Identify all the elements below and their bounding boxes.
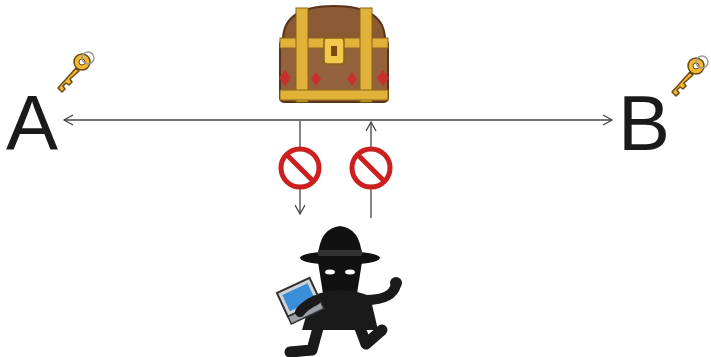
channel-arrow xyxy=(64,119,612,120)
key-icon xyxy=(672,56,708,96)
key-icon xyxy=(58,52,94,92)
prohibited-sign xyxy=(352,149,390,187)
party-node: A xyxy=(6,84,58,162)
party-node: B xyxy=(618,84,670,162)
party-letter: A xyxy=(6,84,58,162)
treasure-chest xyxy=(279,6,389,102)
party-letter: B xyxy=(618,84,670,162)
spy-figure xyxy=(277,226,402,352)
prohibited-sign xyxy=(281,149,319,187)
